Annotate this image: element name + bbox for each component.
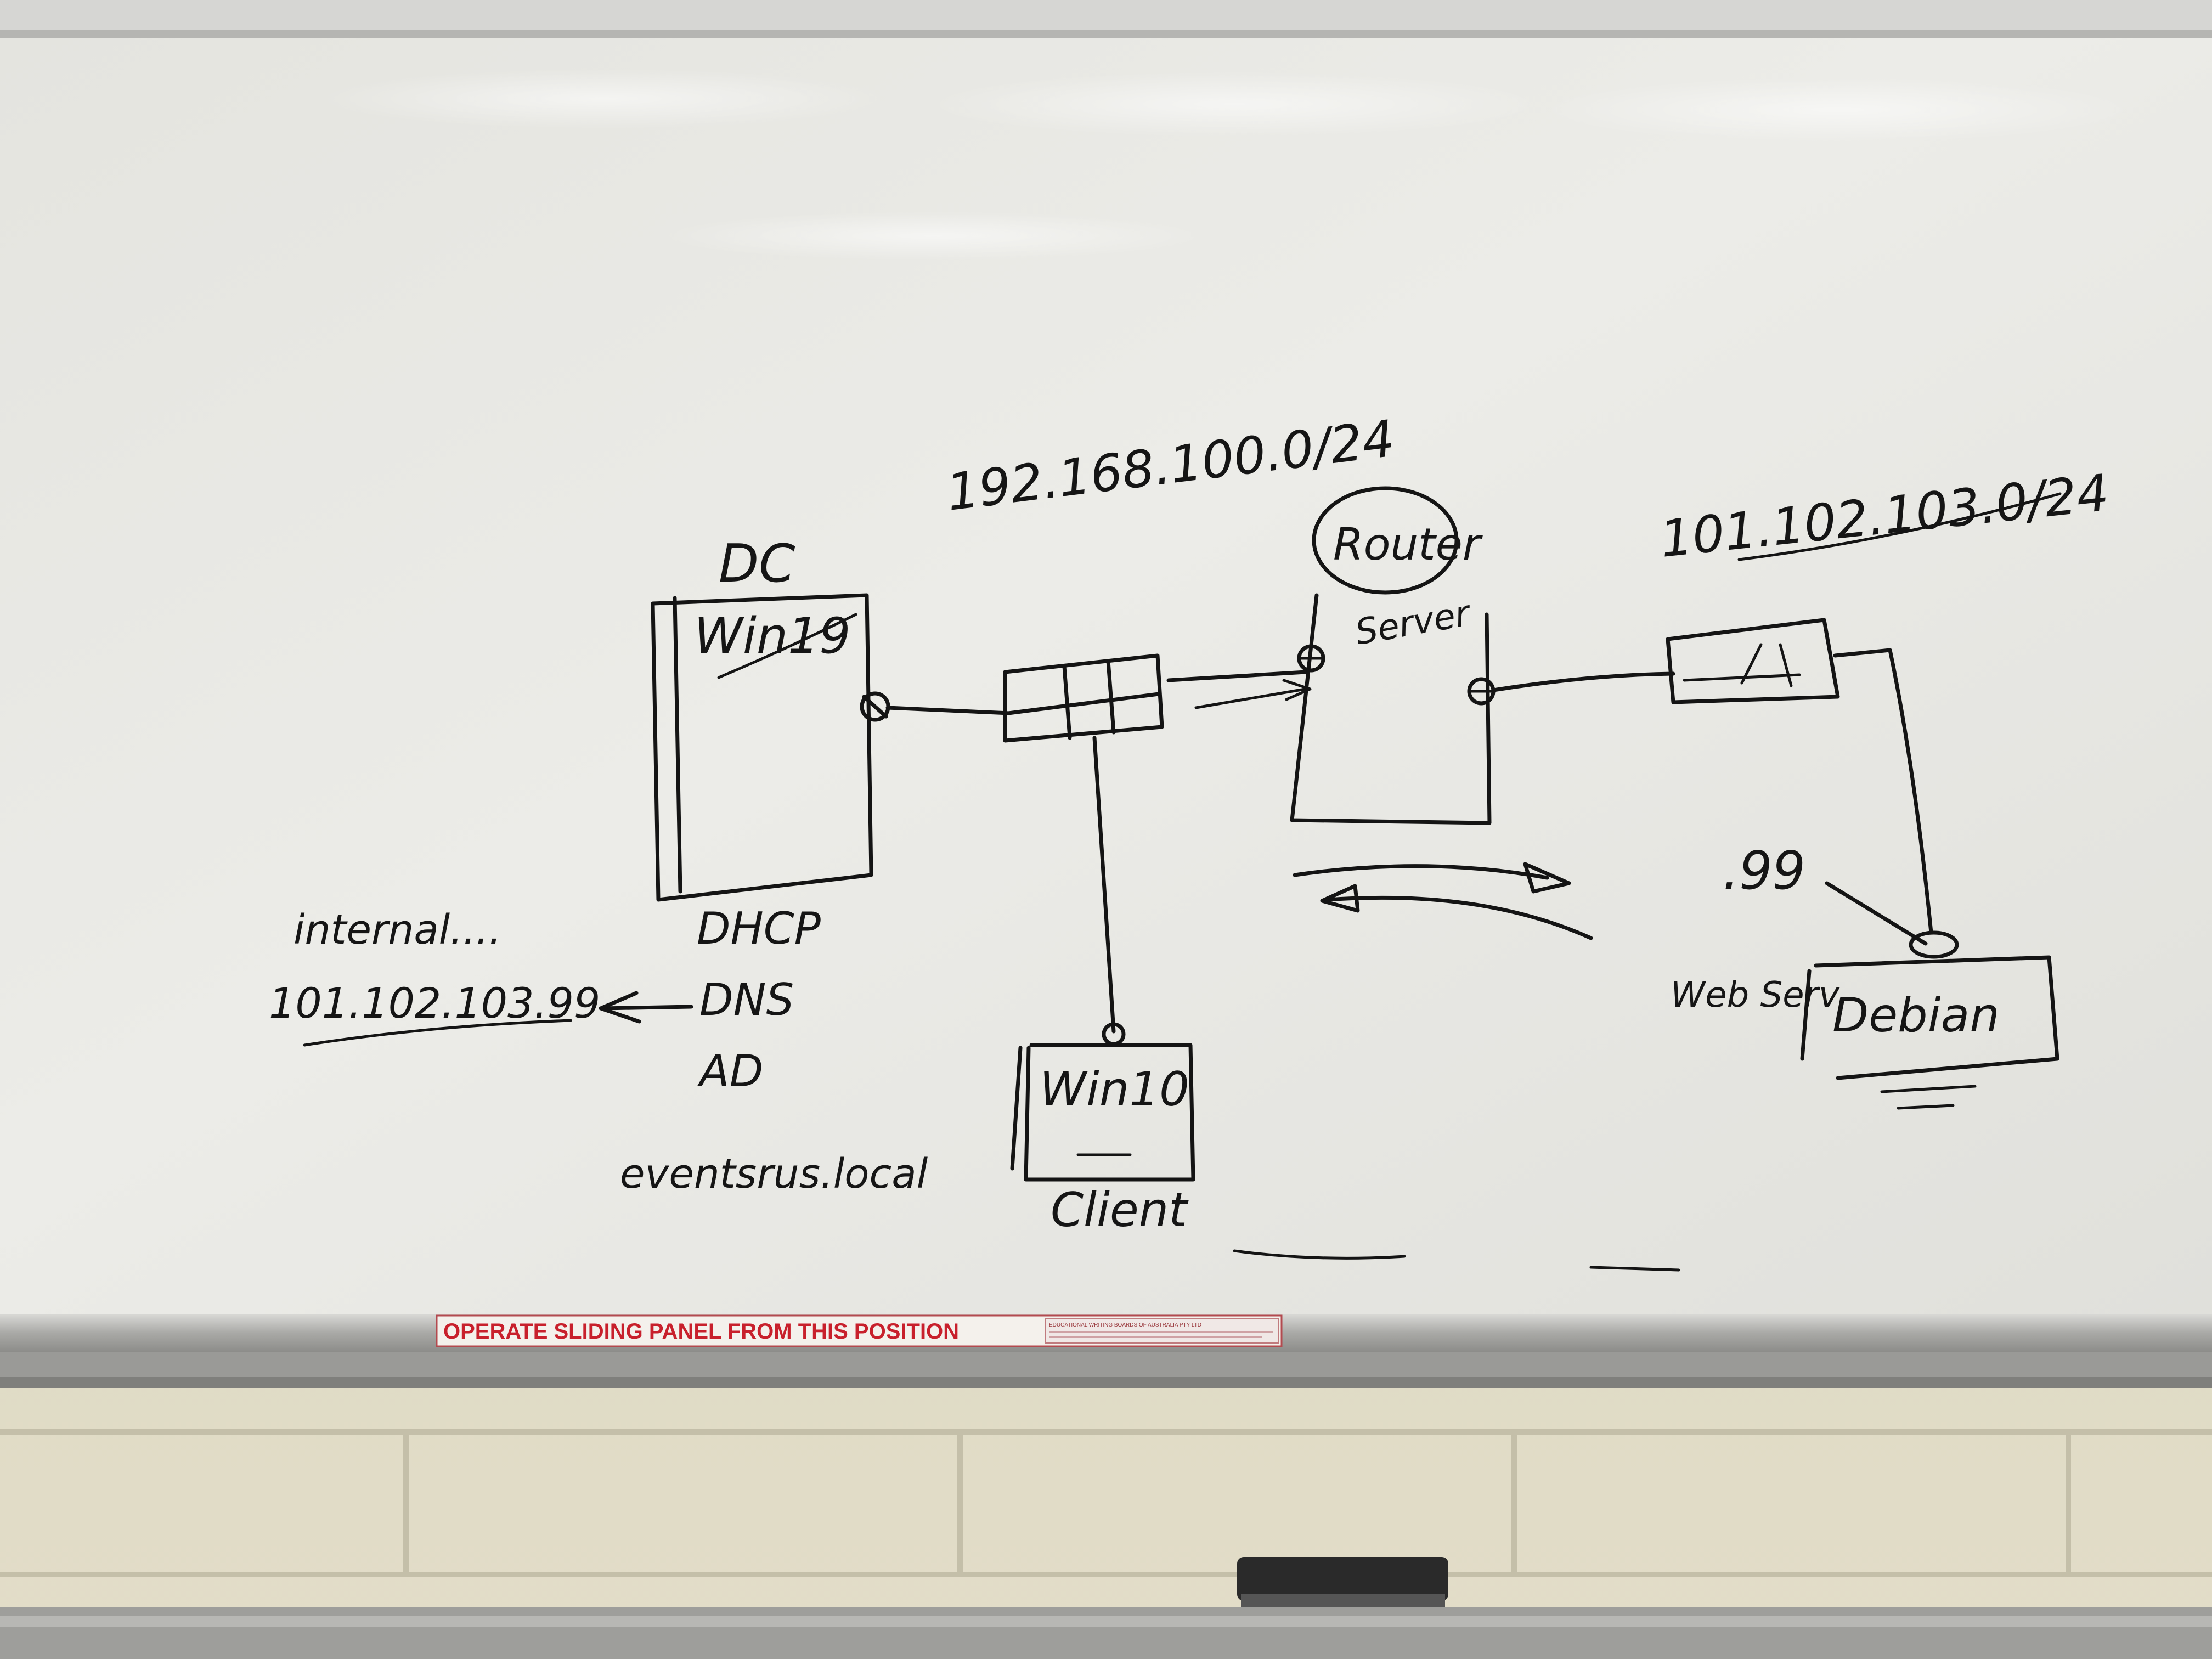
wan-link	[1491, 672, 1675, 692]
dns-label: DNS	[699, 974, 794, 1025]
web-server-label: Web Serv	[1671, 975, 1840, 1015]
dc-label: DC	[719, 534, 795, 594]
dns-arrow	[601, 1005, 693, 1011]
internal-label: internal....	[294, 906, 501, 953]
dc-server: DC Win19	[651, 534, 873, 902]
web-server: Web Serv Debian	[1671, 955, 2059, 1110]
brick-wall	[0, 1429, 2212, 1577]
domain-label: eventsrus.local	[620, 1150, 928, 1198]
dc-link	[885, 706, 1012, 715]
internal-ip-underline	[303, 1019, 572, 1047]
client-label: Client	[1051, 1183, 1189, 1238]
sticker-warning-text: OPERATE SLIDING PANEL FROM THIS POSITION	[443, 1319, 959, 1344]
client-os-label: Win10	[1040, 1062, 1189, 1117]
host-suffix-label: .99	[1723, 841, 1805, 901]
switch	[1003, 653, 1164, 743]
internal-ip-label: 101.102.103.99	[269, 979, 600, 1028]
debian-label: Debian	[1832, 988, 2000, 1043]
sliding-panel-sticker: OPERATE SLIDING PANEL FROM THIS POSITION…	[436, 1314, 1283, 1347]
router-server: Router Server	[1290, 486, 1492, 825]
client-pc: Win10 Client	[1010, 1022, 1195, 1238]
router-label: Router	[1333, 519, 1483, 570]
sticker-maker-text: EDUCATIONAL WRITING BOARDS OF AUSTRALIA …	[1049, 1322, 1201, 1328]
wan-switch	[1666, 618, 1840, 704]
web-server-link	[1833, 648, 1933, 935]
ad-label: AD	[697, 1046, 763, 1097]
client-link	[1092, 736, 1116, 1034]
dc-os-label: Win19	[694, 607, 851, 665]
dhcp-label: DHCP	[697, 903, 821, 954]
router-traffic-arrows	[1293, 862, 1593, 940]
switch-router-link	[1166, 670, 1308, 682]
host-pointer-arrow	[1825, 881, 1928, 946]
web-server-port	[1909, 930, 1959, 959]
